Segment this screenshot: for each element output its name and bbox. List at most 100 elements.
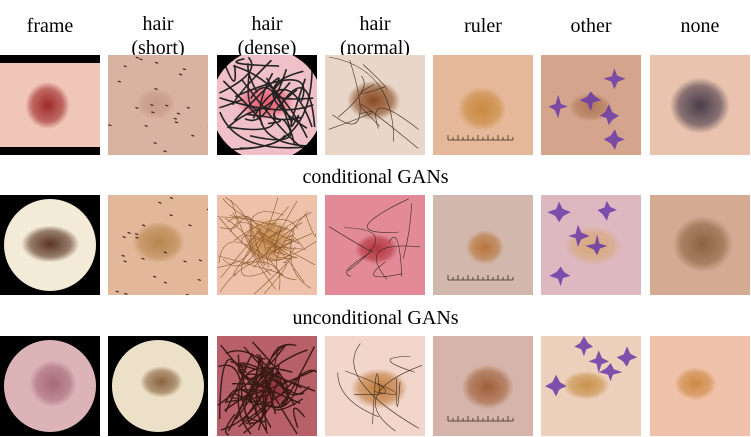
lesion-image [217,336,317,436]
hair-strand [276,369,310,396]
hair-strand [198,259,203,262]
column-header-label: hair [359,13,391,35]
hair-strand [245,113,281,125]
dermoscope-frame [108,336,208,436]
hair-strand [245,238,295,265]
ink-marker [548,94,568,119]
hair-strand [268,233,313,260]
hair-strand [218,241,272,264]
hair-strand [353,343,420,429]
hair-strand [225,197,260,260]
hair-strand [247,73,291,111]
column-header: hair(dense) [215,12,319,60]
hair-strand [173,117,177,120]
hair-strand [249,211,285,255]
ruler-marks [447,135,514,141]
hair-strand [273,201,317,258]
hair-strand [127,231,131,235]
lesion-image-tile [650,55,750,155]
hair-strand [241,365,280,423]
hair-strand [243,346,305,395]
hair-strand [151,111,155,114]
lesion-shape [346,80,401,121]
lesion-image [325,336,425,436]
column-header: ruler [431,14,535,38]
column-header-label: ruler [464,15,502,37]
hair-strand [329,56,394,142]
hair-strand [174,121,179,124]
hair-strand [229,369,316,400]
hair-strand [169,214,173,217]
hair-strand [234,79,305,102]
lesion-shape [132,221,186,264]
hair-strand [222,197,279,267]
frame-bar-top [0,55,100,63]
lesion-shape [140,366,183,398]
column-header-label: frame [26,15,74,37]
column-header-label: none [680,15,720,37]
hair-strand [237,352,254,435]
hair-strand [135,106,139,109]
hair-strand [249,238,277,290]
hair-strand [183,260,187,263]
hair-strand [374,383,397,395]
hair-strand [154,87,158,90]
hair-strand [206,208,208,211]
lesion-image [325,195,425,295]
hair-strand [154,61,159,64]
ruler-marks [447,416,514,422]
hair-strand [191,134,195,137]
hair-strand [233,219,299,241]
hair-strand [241,367,293,426]
lesion-image-tile [325,55,425,155]
hair-strand [328,111,373,130]
hair-strand [265,77,293,125]
hair-strand [241,239,273,277]
hair-strand [344,227,376,272]
hair-strand [230,222,305,283]
ink-marker [579,91,602,112]
hair-strand [375,107,419,130]
column-header: other [539,14,643,38]
hair-strand [135,56,139,59]
lesion-image-tile [650,336,750,436]
hair-strand [219,97,314,111]
hair-strand [233,77,280,122]
hair-strand [179,73,183,76]
hair-strand [251,341,286,385]
lesion-image [217,55,317,155]
lesion-image [650,195,750,295]
hair-strand [141,224,146,227]
hair-strand [144,124,148,127]
ink-marker [547,201,571,223]
dermoscope-frame [0,336,100,436]
hair-strand [229,113,276,131]
dermoscope-frame [217,55,317,155]
hair-strand [264,222,276,233]
column-header-label: other [570,15,612,37]
hair-strand [134,232,139,236]
hair-strand [220,344,264,424]
hair-strand [269,259,281,273]
lesion-image-tile [325,195,425,295]
hair-strand [227,343,292,432]
hair-strand [218,364,241,381]
hair-strand [241,235,315,266]
ink-marker [574,336,593,357]
lesion-image [433,55,533,155]
ink-marker [599,104,619,125]
hair-strand [396,378,401,407]
hair-strand [158,201,162,204]
lesion-shape [669,77,730,134]
hair-strand [360,83,386,94]
hair-strand [150,103,154,107]
hair-strand [225,388,272,403]
column-header-label: hair [251,13,283,35]
hair-strand [362,64,388,91]
hair-strand [141,257,145,260]
ink-marker [585,234,608,256]
lesion-shape [354,234,399,265]
column-header: frame [0,14,102,38]
hair-strand [124,292,128,295]
hair-strand [122,235,126,239]
